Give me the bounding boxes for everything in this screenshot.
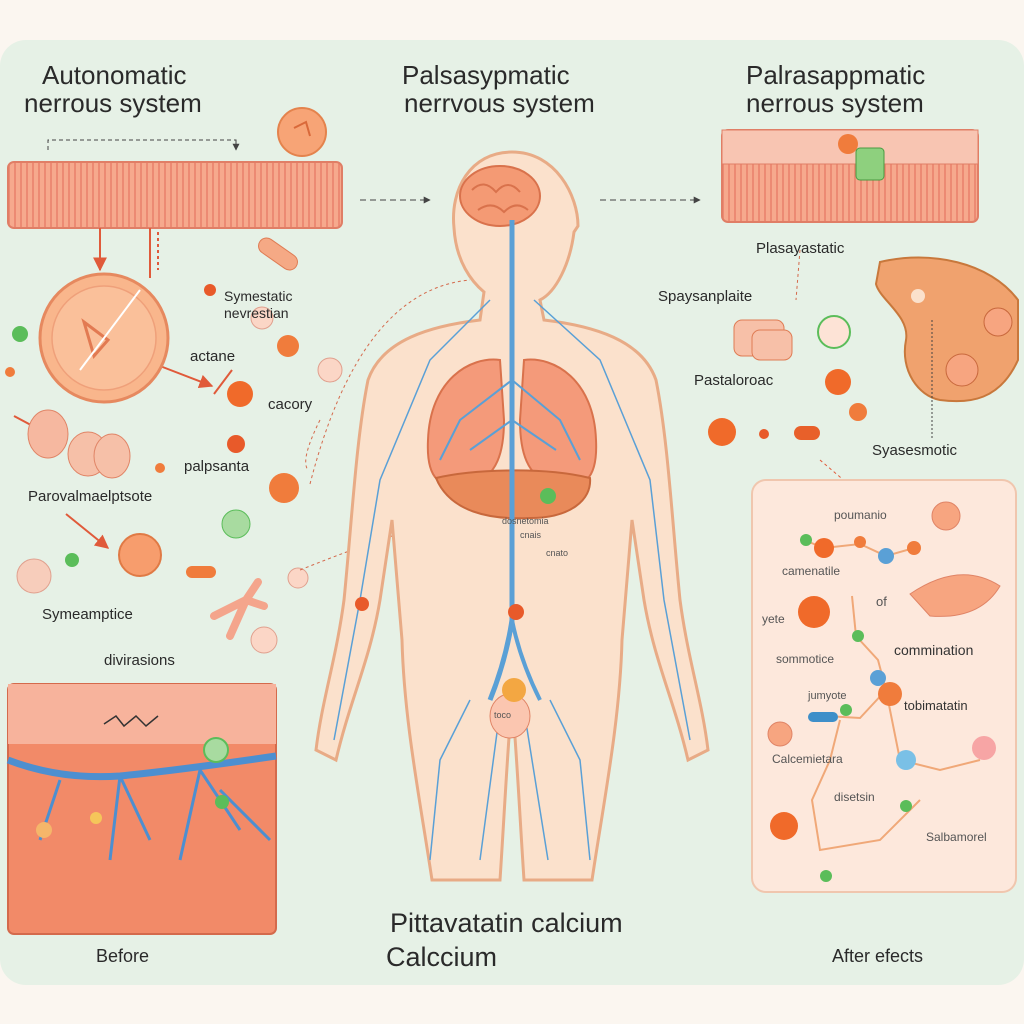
right-muscle-strip: [721, 129, 979, 223]
label-spaysanplaite: Spaysanplaite: [658, 288, 753, 305]
inset-label-yete: yete: [762, 612, 785, 626]
label-plasayastatic: Plasayastatic: [756, 240, 845, 257]
label-pastaloroac: Pastaloroac: [694, 372, 774, 389]
after-pathway-inset: [751, 479, 1017, 893]
stomach-organ: [874, 256, 1019, 440]
inset-label-calcemietara: Calcemietara: [772, 752, 843, 766]
molecule-icon: [5, 284, 299, 640]
after-label: After efects: [832, 946, 924, 966]
label-syasesmotic: Syasesmotic: [872, 442, 958, 459]
left-title-line2: nerrous system: [24, 88, 202, 118]
label-palpsanta: palpsanta: [184, 458, 250, 475]
inset-label-poumanio: poumanio: [834, 508, 887, 522]
before-tissue-inset: [6, 683, 277, 935]
right-title-line1: Palrasappmatic: [746, 60, 926, 90]
left-muscle-strip: [7, 139, 343, 229]
label-divirasions: divirasions: [104, 652, 175, 669]
caption-line1: Pittavatatin calcium: [390, 908, 623, 938]
small-label-3: cnato: [546, 548, 569, 558]
right-pills: [708, 249, 867, 495]
pill-icon: [16, 107, 343, 654]
label-parovalmaelptsote: Parovalmaelptsote: [28, 488, 153, 505]
small-label-1: dosnetomia: [502, 516, 549, 526]
nerve-network-icon: [333, 220, 691, 861]
inset-label-salbamorel: Salbamorel: [926, 830, 987, 844]
inset-label-of: of: [876, 594, 887, 609]
inset-label-commination: commination: [894, 642, 974, 658]
inset-label-jumyote: jumyote: [808, 690, 847, 702]
caption-line2: Calccium: [386, 942, 498, 972]
left-title-line1: Autonomatic: [42, 60, 187, 90]
center-title-line1: Palsasypmatic: [402, 60, 570, 90]
right-title-line2: nerrous system: [746, 88, 924, 118]
inset-label-sommotice: sommotice: [776, 652, 835, 666]
label-neurotransmitter: Symestatic nevrestian: [224, 288, 293, 321]
before-label: Before: [96, 946, 150, 966]
small-label-2: cnais: [520, 530, 542, 540]
inset-label-tobimatatin: tobimatatin: [904, 698, 968, 713]
inset-label-disetsin: disetsin: [834, 790, 875, 804]
inset-label-camenatile: camenatile: [782, 564, 841, 578]
bladder-label: toco: [494, 710, 512, 720]
center-title-line2: nerrvous system: [404, 88, 595, 118]
large-pill-disc: [38, 272, 170, 404]
label-symeamptice: Symeampticе: [42, 606, 133, 623]
brain-icon: [459, 165, 541, 227]
label-actane: actane: [190, 348, 236, 365]
human-body: [314, 150, 710, 882]
label-cacory: cacory: [268, 396, 313, 413]
